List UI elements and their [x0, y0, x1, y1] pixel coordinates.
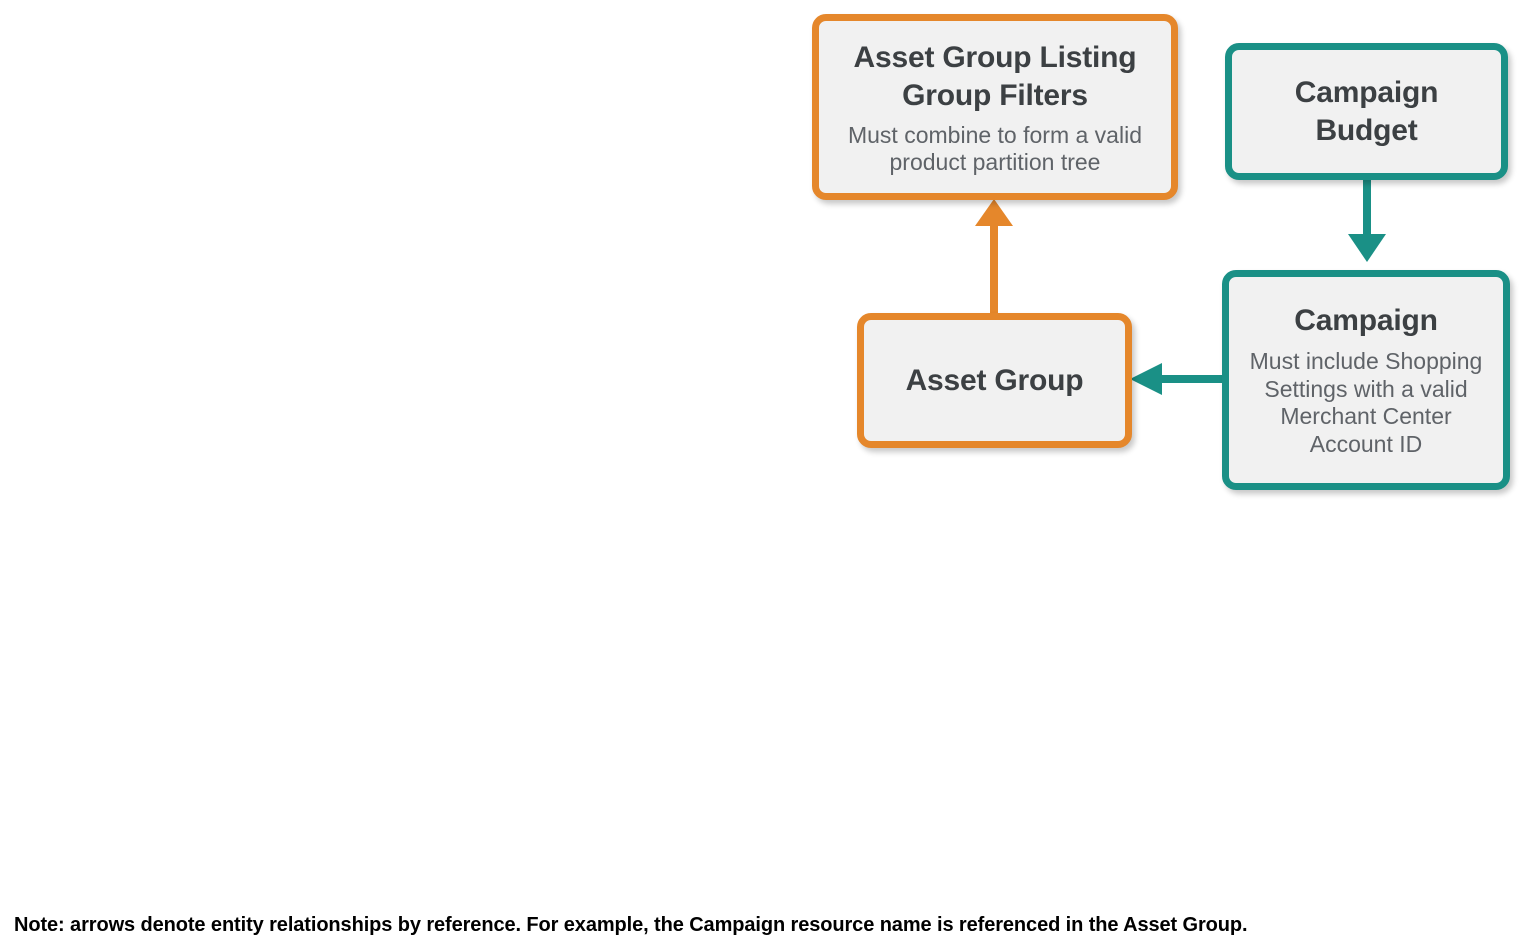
- node-description: Must include Shopping Settings with a va…: [1249, 348, 1483, 457]
- footnote-text: Note: arrows denote entity relationships…: [14, 914, 1248, 936]
- node-campaign-budget[interactable]: Campaign Budget: [1225, 43, 1508, 180]
- edge-campaign-budget-to-campaign-arrowhead-icon: [1348, 234, 1386, 262]
- node-title: Campaign Budget: [1294, 75, 1439, 147]
- edge-asset-group-to-listing-group-filters-line: [990, 222, 998, 317]
- edge-campaign-to-asset-group-arrowhead-icon: [1130, 363, 1162, 395]
- edge-campaign-budget-to-campaign-line: [1363, 176, 1371, 238]
- node-title: Asset Group: [905, 364, 1084, 397]
- edge-asset-group-to-listing-group-filters-arrowhead-icon: [975, 199, 1013, 226]
- node-asset-group-listing-group-filters[interactable]: Asset Group Listing Group Filters Must c…: [812, 14, 1178, 200]
- node-campaign[interactable]: Campaign Must include Shopping Settings …: [1222, 270, 1510, 490]
- node-title: Asset Group Listing Group Filters: [853, 40, 1137, 112]
- node-description: Must combine to form a valid product par…: [847, 121, 1142, 175]
- edge-campaign-to-asset-group-line: [1160, 375, 1226, 383]
- node-asset-group[interactable]: Asset Group: [857, 313, 1132, 448]
- node-title: Campaign: [1294, 304, 1438, 337]
